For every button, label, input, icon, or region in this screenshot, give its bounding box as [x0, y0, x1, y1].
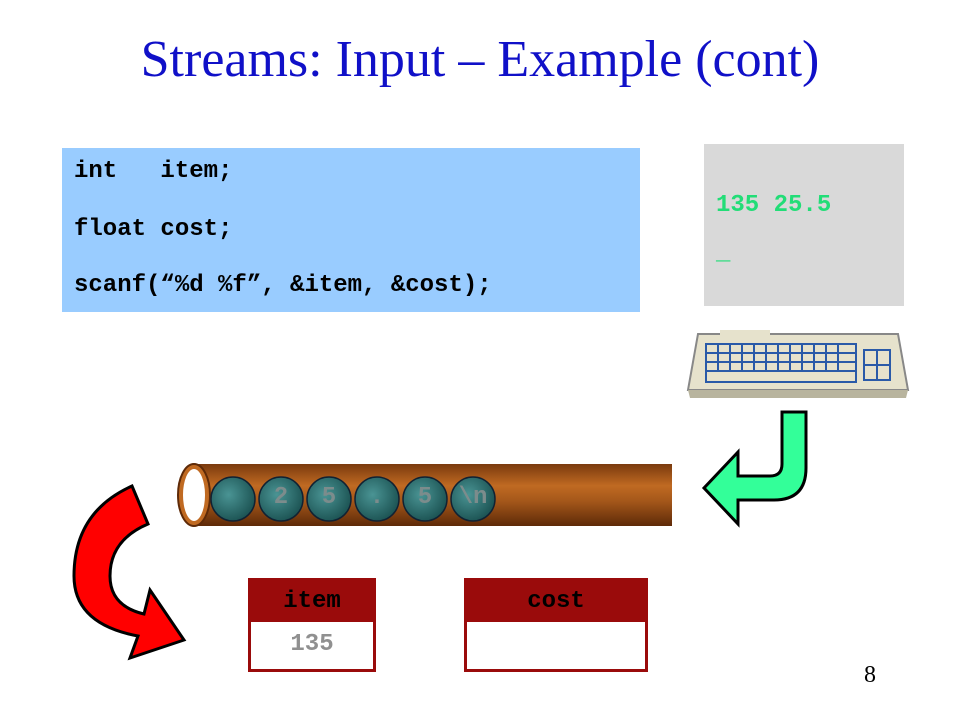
- stream-char-bead: 2: [258, 476, 304, 522]
- console-input-text: 135 25.5: [716, 192, 832, 219]
- stream-char-bead: 5: [306, 476, 352, 522]
- stream-char-bead: 5: [402, 476, 448, 522]
- stream-char: .: [369, 484, 385, 511]
- stream-char: 5: [321, 484, 337, 511]
- stream-char-bead: .: [354, 476, 400, 522]
- page-number: 8: [864, 662, 876, 688]
- variable-item-value: 135: [248, 622, 376, 672]
- variable-cost-value: [464, 622, 648, 672]
- code-block: int item; float cost; scanf(“%d %f”, &it…: [62, 148, 640, 312]
- stream-beads: 2 5 . 5 \n: [210, 476, 500, 522]
- stream-char-bead: [210, 476, 256, 522]
- variable-cost-label: cost: [464, 578, 648, 622]
- keyboard-icon: [686, 330, 910, 398]
- code-line-declare-item: int item;: [74, 158, 233, 185]
- red-curved-arrow-icon: [72, 484, 187, 661]
- green-curved-arrow-icon: [701, 410, 808, 528]
- stream-char: \n: [458, 484, 488, 511]
- stream-char-bead: \n: [450, 476, 496, 522]
- variable-item-label: item: [248, 578, 376, 622]
- stream-char: 2: [273, 484, 289, 511]
- slide-title: Streams: Input – Example (cont): [140, 31, 820, 88]
- code-line-scanf: scanf(“%d %f”, &item, &cost);: [74, 272, 492, 299]
- console-screen: 135 25.5 _: [704, 144, 904, 306]
- stream-char: 5: [417, 484, 433, 511]
- code-line-declare-cost: float cost;: [74, 216, 233, 243]
- console-cursor: _: [716, 240, 731, 267]
